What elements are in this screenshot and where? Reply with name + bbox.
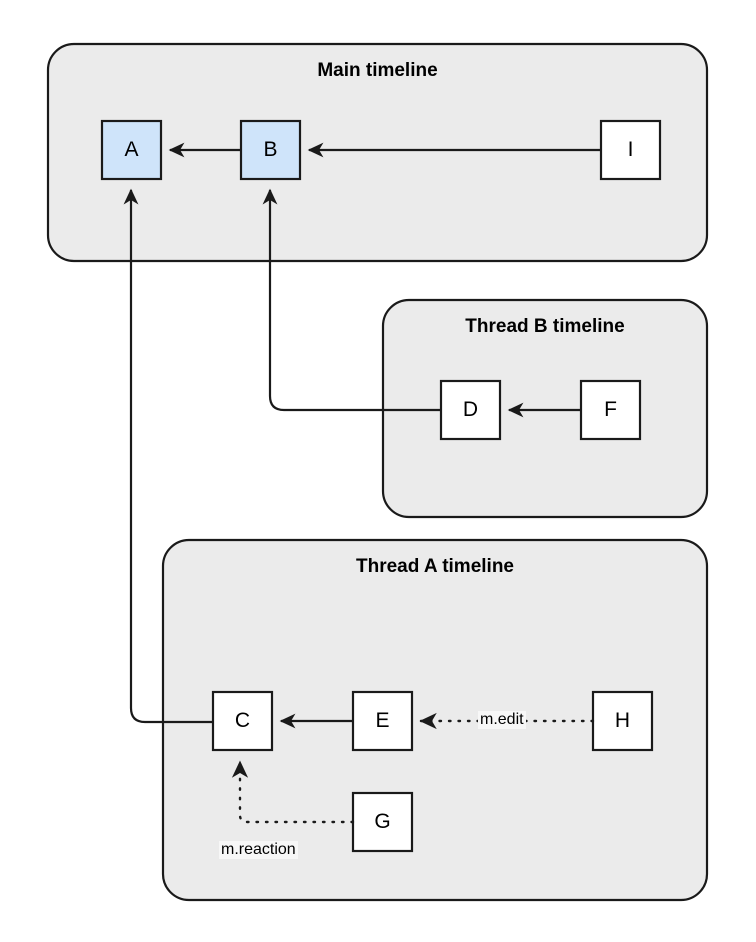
node-C[interactable] (211, 690, 274, 752)
node-G[interactable] (351, 791, 414, 853)
edge-c-to-a (123, 188, 213, 724)
node-F[interactable] (579, 379, 642, 441)
node-A[interactable] (100, 119, 163, 181)
node-B[interactable] (239, 119, 302, 181)
edge-d-to-b (262, 188, 441, 412)
lane-main (46, 42, 709, 263)
lane-thread-b (381, 298, 709, 519)
node-H[interactable] (591, 690, 654, 752)
edge-g-to-c (231, 760, 355, 824)
node-I[interactable] (599, 119, 662, 181)
node-E[interactable] (351, 690, 414, 752)
node-D[interactable] (439, 379, 502, 441)
